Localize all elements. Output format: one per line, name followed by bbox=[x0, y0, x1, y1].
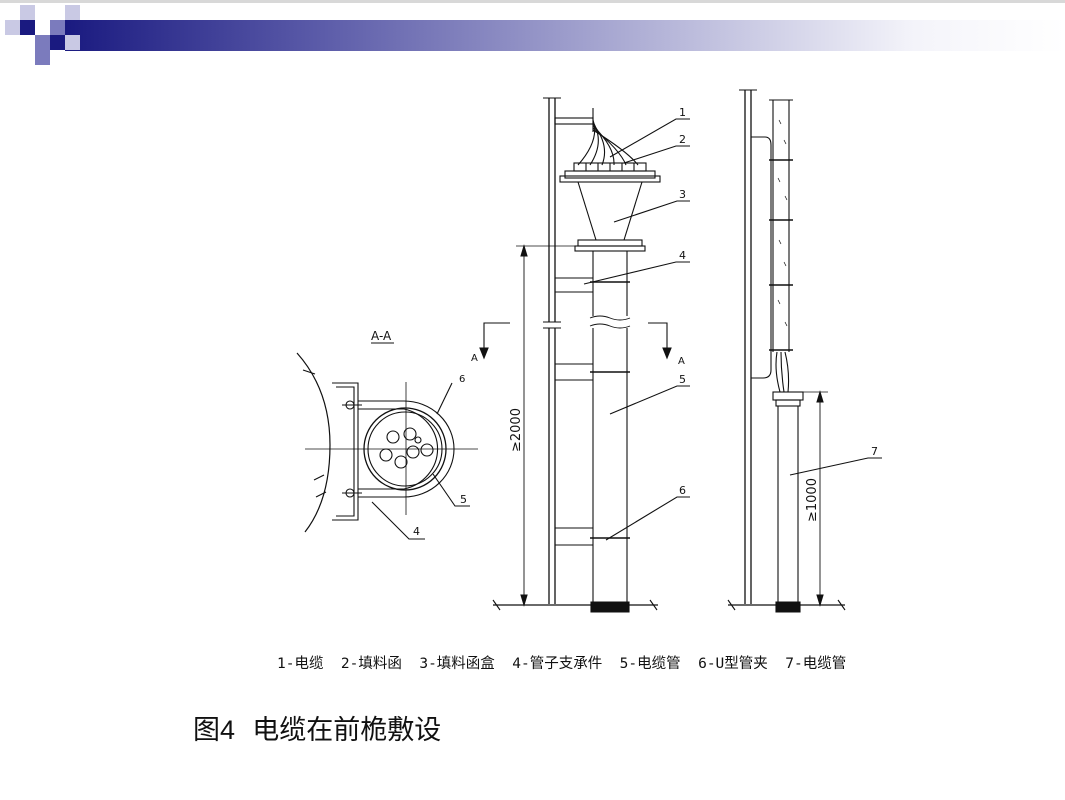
top-border-line bbox=[0, 0, 1065, 3]
header-gradient-bar bbox=[65, 20, 1065, 51]
section-mark-right: A bbox=[678, 356, 685, 367]
front-view: ≥2000 A A 1 2 3 4 5 6 bbox=[471, 97, 690, 613]
callout-4: 4 bbox=[413, 525, 420, 538]
header-square bbox=[50, 35, 65, 50]
callout-2: 2 bbox=[679, 133, 686, 146]
figure-caption: 图4 电缆在前桅敷设 bbox=[193, 708, 441, 747]
header-square bbox=[35, 20, 50, 35]
callout-1: 1 bbox=[679, 106, 686, 119]
callout-5-front: 5 bbox=[679, 373, 686, 386]
dimension-1000: ≥1000 bbox=[805, 478, 820, 522]
header-square bbox=[20, 5, 35, 20]
header-square bbox=[5, 20, 20, 35]
header-square bbox=[20, 20, 35, 35]
callout-6: 6 bbox=[459, 374, 465, 385]
section-label: A-A bbox=[371, 329, 392, 343]
side-view: ≥1000 7 bbox=[727, 89, 882, 613]
callout-6-front: 6 bbox=[679, 484, 686, 497]
dimension-2000: ≥2000 bbox=[509, 408, 524, 452]
section-mark-left: A bbox=[471, 353, 478, 364]
header-square bbox=[65, 5, 80, 20]
header-square bbox=[65, 35, 80, 50]
callout-5: 5 bbox=[460, 493, 467, 506]
callout-3: 3 bbox=[679, 188, 686, 201]
section-a-a-view: A-A 6 5 4 bbox=[296, 329, 478, 540]
callout-4-front: 4 bbox=[679, 249, 686, 262]
parts-legend: 1-电缆 2-填料函 3-填料函盒 4-管子支承件 5-电缆管 6-U型管夹 7… bbox=[277, 656, 847, 672]
header-square bbox=[50, 20, 65, 35]
slide-header-decoration bbox=[0, 0, 1065, 70]
callout-7: 7 bbox=[871, 445, 878, 458]
figure-title: 电缆在前桅敷设 bbox=[252, 715, 442, 746]
header-square bbox=[35, 35, 50, 50]
header-square bbox=[35, 50, 50, 65]
header-square bbox=[20, 35, 35, 50]
figure-number: 图4 bbox=[193, 715, 236, 745]
